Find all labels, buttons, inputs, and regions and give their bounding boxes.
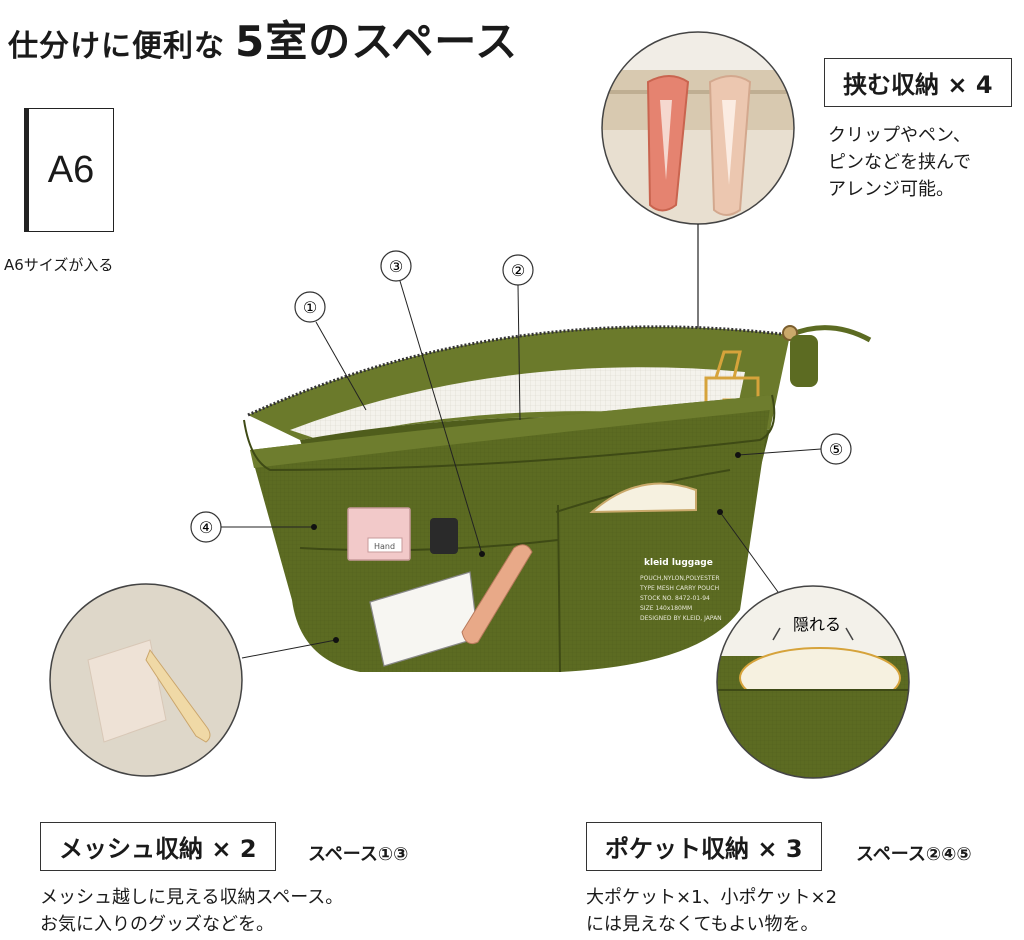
clip-desc-line-3: アレンジ可能。 (828, 179, 954, 200)
mesh-space-ref: スペース①③ (308, 844, 409, 865)
tag-line-5: DESIGNED BY KLEID, JAPAN (640, 615, 722, 622)
svg-text:①: ① (303, 298, 317, 317)
tag-line-3: STOCK NO. 8472-01-94 (640, 595, 710, 602)
pocket-desc-line-1: 大ポケット×1、小ポケット×2 (586, 887, 838, 908)
tag-line-4: SIZE 140x180MM (640, 605, 692, 612)
mesh-callout-description: メッシュ越しに見える収納スペース。 お気に入りのグッズなどを。 (40, 884, 343, 938)
hidden-label: 隠れる (793, 615, 841, 634)
a6-size-box: A6 (24, 108, 114, 232)
mesh-callout-title: メッシュ収納 × 2 (40, 822, 276, 871)
mesh-desc-line-1: メッシュ越しに見える収納スペース。 (40, 887, 344, 908)
mesh-detail-circle (49, 583, 339, 777)
clip-desc-line-1: クリップやペン、 (828, 125, 971, 146)
marker-1: ① (294, 291, 367, 411)
a6-box-label: A6 (47, 148, 95, 191)
hair-clip-coral (646, 75, 690, 212)
pocket-space-ref: スペース②④⑤ (856, 844, 972, 865)
heading-emphasis: 5室のスペース (235, 17, 519, 66)
svg-text:⑤: ⑤ (829, 440, 843, 459)
svg-text:③: ③ (389, 257, 403, 276)
marker-2: ② (502, 254, 534, 421)
a6-caption: A6サイズが入る (4, 256, 114, 274)
svg-text:②: ② (511, 261, 525, 280)
tag-line-1: POUCH,NYLON,POLYESTER (640, 575, 720, 582)
page-heading: 仕分けに便利な 5室のスペース (8, 8, 518, 69)
pocket-desc-line-2: には見えなくてもよい物を。 (586, 914, 819, 935)
pocket-callout-title: ポケット収納 × 3 (586, 822, 822, 871)
clip-callout-title: 挟む収納 × 4 (824, 58, 1012, 107)
clip-detail-circle (601, 31, 795, 428)
marker-5: ⑤ (735, 433, 852, 465)
brand-label: kleid luggage (644, 558, 713, 568)
hand-cream-label: Hand (374, 542, 395, 551)
svg-text:④: ④ (199, 518, 213, 537)
marker-3: ③ (380, 250, 485, 557)
heading-prefix: 仕分けに便利な (8, 29, 225, 64)
hand-cream: Hand (347, 507, 411, 561)
clip-desc-line-2: ピンなどを挟んで (828, 152, 972, 173)
mesh-desc-line-2: お気に入りのグッズなどを。 (40, 914, 274, 935)
pocket-callout-description: 大ポケット×1、小ポケット×2 には見えなくてもよい物を。 (586, 884, 837, 938)
clip-callout-description: クリップやペン、 ピンなどを挟んで アレンジ可能。 (828, 122, 971, 203)
marker-4: ④ (190, 511, 317, 543)
lip-gloss (461, 544, 533, 645)
tag-line-2: TYPE MESH CARRY POUCH (639, 585, 719, 592)
hair-clip-beige (708, 75, 752, 216)
